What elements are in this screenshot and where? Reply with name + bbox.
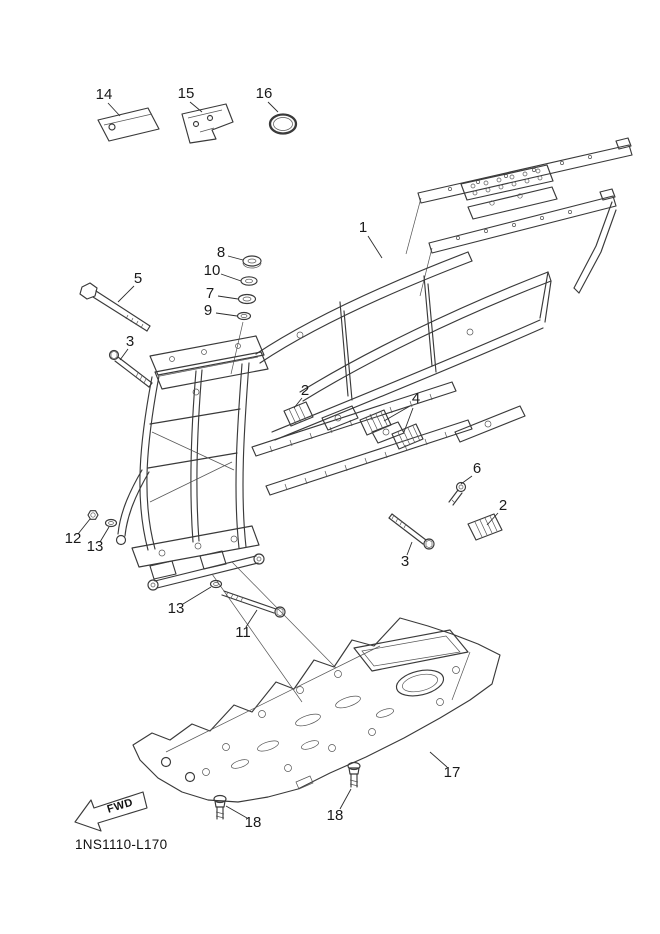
skid-plate <box>132 617 501 803</box>
callout-18-center: 18 <box>327 807 344 824</box>
collar-2-rear <box>467 513 503 541</box>
callout-2-front: 2 <box>301 382 309 399</box>
bolt-6 <box>448 481 467 506</box>
callouts: 14 15 16 1 8 10 7 9 5 3 2 4 6 2 3 12 13 … <box>65 85 508 831</box>
callout-1: 1 <box>359 219 367 236</box>
collar-2-front <box>283 401 314 427</box>
part-15-bracket <box>181 103 234 144</box>
callout-3-front: 3 <box>126 333 134 350</box>
part-16-oring <box>268 113 298 135</box>
callout-9: 9 <box>204 302 212 319</box>
bolt-3-rear <box>388 513 435 550</box>
callout-3-rear: 3 <box>401 553 409 570</box>
callout-17: 17 <box>444 764 461 781</box>
callout-8: 8 <box>217 244 225 261</box>
washer-13-bottom <box>209 579 223 589</box>
callout-13-bottom: 13 <box>168 600 185 617</box>
callout-10: 10 <box>204 262 221 279</box>
part-14-plate <box>97 107 160 142</box>
collars-4 <box>359 409 424 450</box>
callout-6: 6 <box>473 460 481 477</box>
callout-18-left: 18 <box>245 814 262 831</box>
bolt-5 <box>79 282 151 332</box>
callout-7: 7 <box>206 285 214 302</box>
callout-16: 16 <box>256 85 273 102</box>
bolt-18-left <box>213 794 227 820</box>
callout-11: 11 <box>235 624 251 641</box>
callout-2-rear: 2 <box>499 497 507 514</box>
washer-13-left <box>104 518 118 528</box>
callout-13-left: 13 <box>87 538 104 555</box>
callout-4: 4 <box>412 390 420 407</box>
callout-14: 14 <box>96 86 113 103</box>
bolt-18-center <box>347 761 361 788</box>
leader-lines <box>77 101 499 819</box>
bolt-3-front <box>108 349 153 388</box>
frame-assembly <box>251 137 633 496</box>
nut-12 <box>87 510 99 520</box>
callout-15: 15 <box>178 85 195 102</box>
fwd-arrow-icon: FWD <box>74 791 148 832</box>
front-subframe <box>115 335 337 703</box>
callout-5: 5 <box>134 270 142 287</box>
bolt-11 <box>221 590 286 618</box>
diagram-code: 1NS1110-L170 <box>75 837 167 852</box>
callout-12: 12 <box>65 530 82 547</box>
